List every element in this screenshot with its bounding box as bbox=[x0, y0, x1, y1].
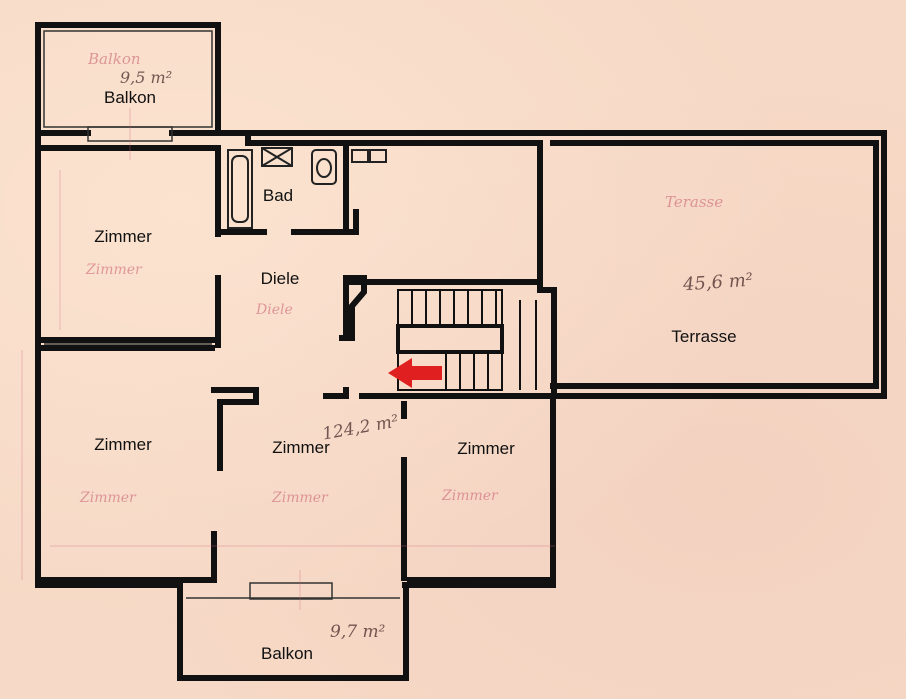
wall-terrasse-inner bbox=[550, 140, 879, 389]
wall-bad-east bbox=[343, 145, 359, 235]
wall-nw-room-s bbox=[39, 275, 221, 343]
wall-outer-west bbox=[35, 130, 183, 588]
faint-zimmer-text-2: Zimmer bbox=[80, 490, 136, 506]
faint-terrasse-text: Terasse bbox=[665, 193, 724, 211]
wall-balkon-bottom bbox=[177, 587, 409, 681]
label-bad: Bad bbox=[262, 186, 294, 205]
label-zimmer-se: Zimmer bbox=[457, 439, 515, 458]
label-diele: Diele bbox=[260, 269, 300, 288]
wall-stair-s bbox=[323, 387, 349, 399]
label-zimmer-sw: Zimmer bbox=[94, 435, 152, 454]
sink-icon bbox=[351, 149, 387, 163]
faint-diele-text: Diele bbox=[256, 302, 293, 318]
bathtub-icon bbox=[227, 149, 253, 229]
label-balkon-bottom: Balkon bbox=[261, 644, 313, 663]
label-balkon-top: Balkon bbox=[104, 88, 156, 107]
label-zimmer-nw: Zimmer bbox=[94, 227, 152, 246]
wall-outer-north-2 bbox=[169, 130, 543, 285]
balkon-top-area: 9,5 m² bbox=[120, 68, 173, 87]
label-zimmer-mid: Zimmer bbox=[272, 438, 330, 457]
wall-terrasse bbox=[245, 130, 887, 399]
wall-balkon-top bbox=[35, 22, 221, 136]
faint-zimmer-text-4: Zimmer bbox=[442, 488, 498, 504]
stairs-icon bbox=[396, 289, 537, 391]
faint-zimmer-text-3: Zimmer bbox=[272, 490, 328, 506]
toilet-icon bbox=[311, 149, 337, 185]
faint-zimmer-text-1: Zimmer bbox=[86, 262, 142, 278]
shower-icon bbox=[261, 147, 293, 167]
balkon-bottom-area: 9,7 m² bbox=[330, 622, 386, 642]
label-terrasse: Terrasse bbox=[671, 327, 737, 346]
faint-balkon-text: Balkon bbox=[88, 50, 141, 68]
arrow-left-icon bbox=[388, 358, 442, 388]
wall-stair-hook bbox=[339, 275, 367, 341]
wall-mid-hook bbox=[211, 387, 259, 471]
wall-outer-south bbox=[402, 395, 556, 588]
wall-nw-room bbox=[39, 145, 221, 237]
wall-stair-east bbox=[537, 279, 557, 399]
